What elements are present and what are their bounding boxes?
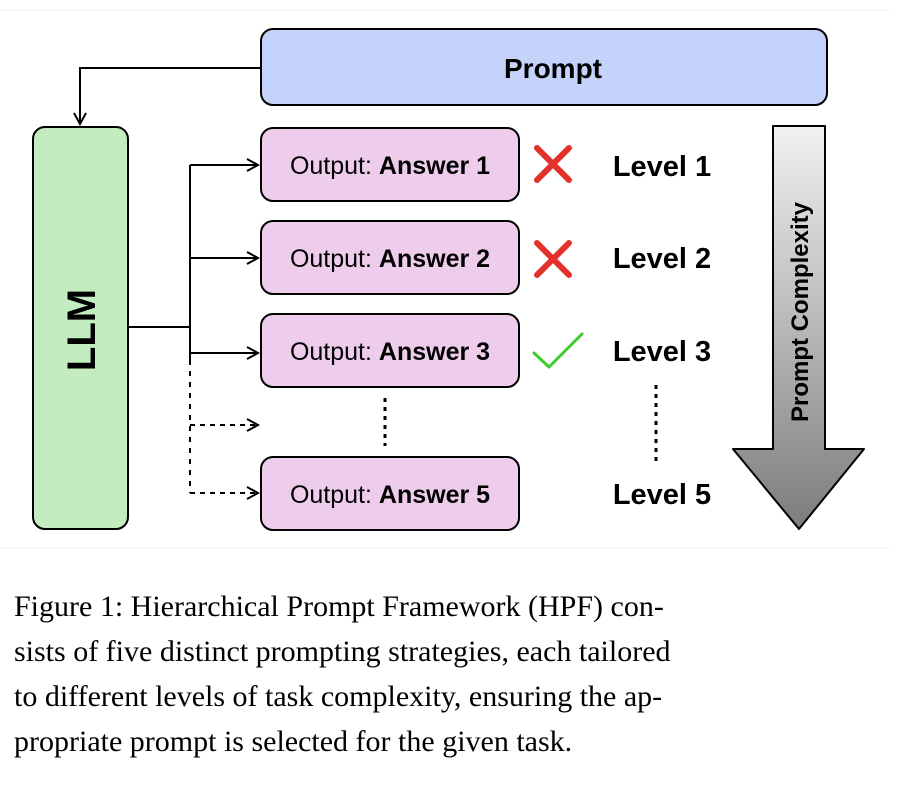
svg-text:Output: Answer 1: Output: Answer 1: [290, 152, 490, 180]
answer-2-label: Answer 2: [379, 245, 490, 273]
caption-line: propriate prompt is selected for the giv…: [14, 725, 573, 758]
output-prefix: Output:: [290, 481, 372, 509]
answer-1-label: Answer 1: [379, 152, 490, 180]
caption-line: Figure 1: Hierarchical Prompt Framework …: [14, 590, 664, 623]
prompt-complexity-label: Prompt Complexity: [787, 201, 814, 422]
checkmark-icon: [532, 332, 584, 369]
output-prefix: Output:: [290, 245, 372, 273]
wrong-mark-icon: [534, 145, 572, 183]
answer-5-label: Answer 5: [379, 481, 490, 509]
output-box-3: Output: Answer 3: [260, 313, 520, 388]
caption-line: to different levels of task complexity, …: [14, 680, 663, 713]
prompt-complexity-arrow: Prompt Complexity: [732, 125, 865, 530]
llm-box: LLM: [32, 126, 129, 530]
level-2-label: Level 2: [613, 243, 711, 275]
output-box-1: Output: Answer 1: [260, 127, 520, 202]
output-box-2: Output: Answer 2: [260, 220, 520, 295]
caption-line: sists of five distinct prompting strateg…: [14, 635, 671, 668]
wrong-mark-icon: [534, 240, 572, 278]
level-1-label: Level 1: [613, 151, 711, 183]
svg-text:Output: Answer 2: Output: Answer 2: [290, 245, 490, 273]
prompt-label: Prompt: [504, 53, 602, 84]
level-3-label: Level 3: [613, 336, 711, 368]
svg-text:Output: Answer 5: Output: Answer 5: [290, 481, 490, 509]
llm-output-connectors: [128, 165, 258, 493]
output-prefix: Output:: [290, 152, 372, 180]
llm-label: LLM: [60, 289, 104, 371]
level-5-label: Level 5: [613, 479, 711, 511]
answer-3-label: Answer 3: [379, 338, 490, 366]
svg-text:Output: Answer 3: Output: Answer 3: [290, 338, 490, 366]
output-box-5: Output: Answer 5: [260, 456, 520, 531]
figure-caption: Figure 1: Hierarchical Prompt Framework …: [14, 584, 894, 764]
output-prefix: Output:: [290, 338, 372, 366]
prompt-to-llm-connector: [80, 67, 261, 124]
prompt-box: Prompt: [260, 28, 828, 106]
